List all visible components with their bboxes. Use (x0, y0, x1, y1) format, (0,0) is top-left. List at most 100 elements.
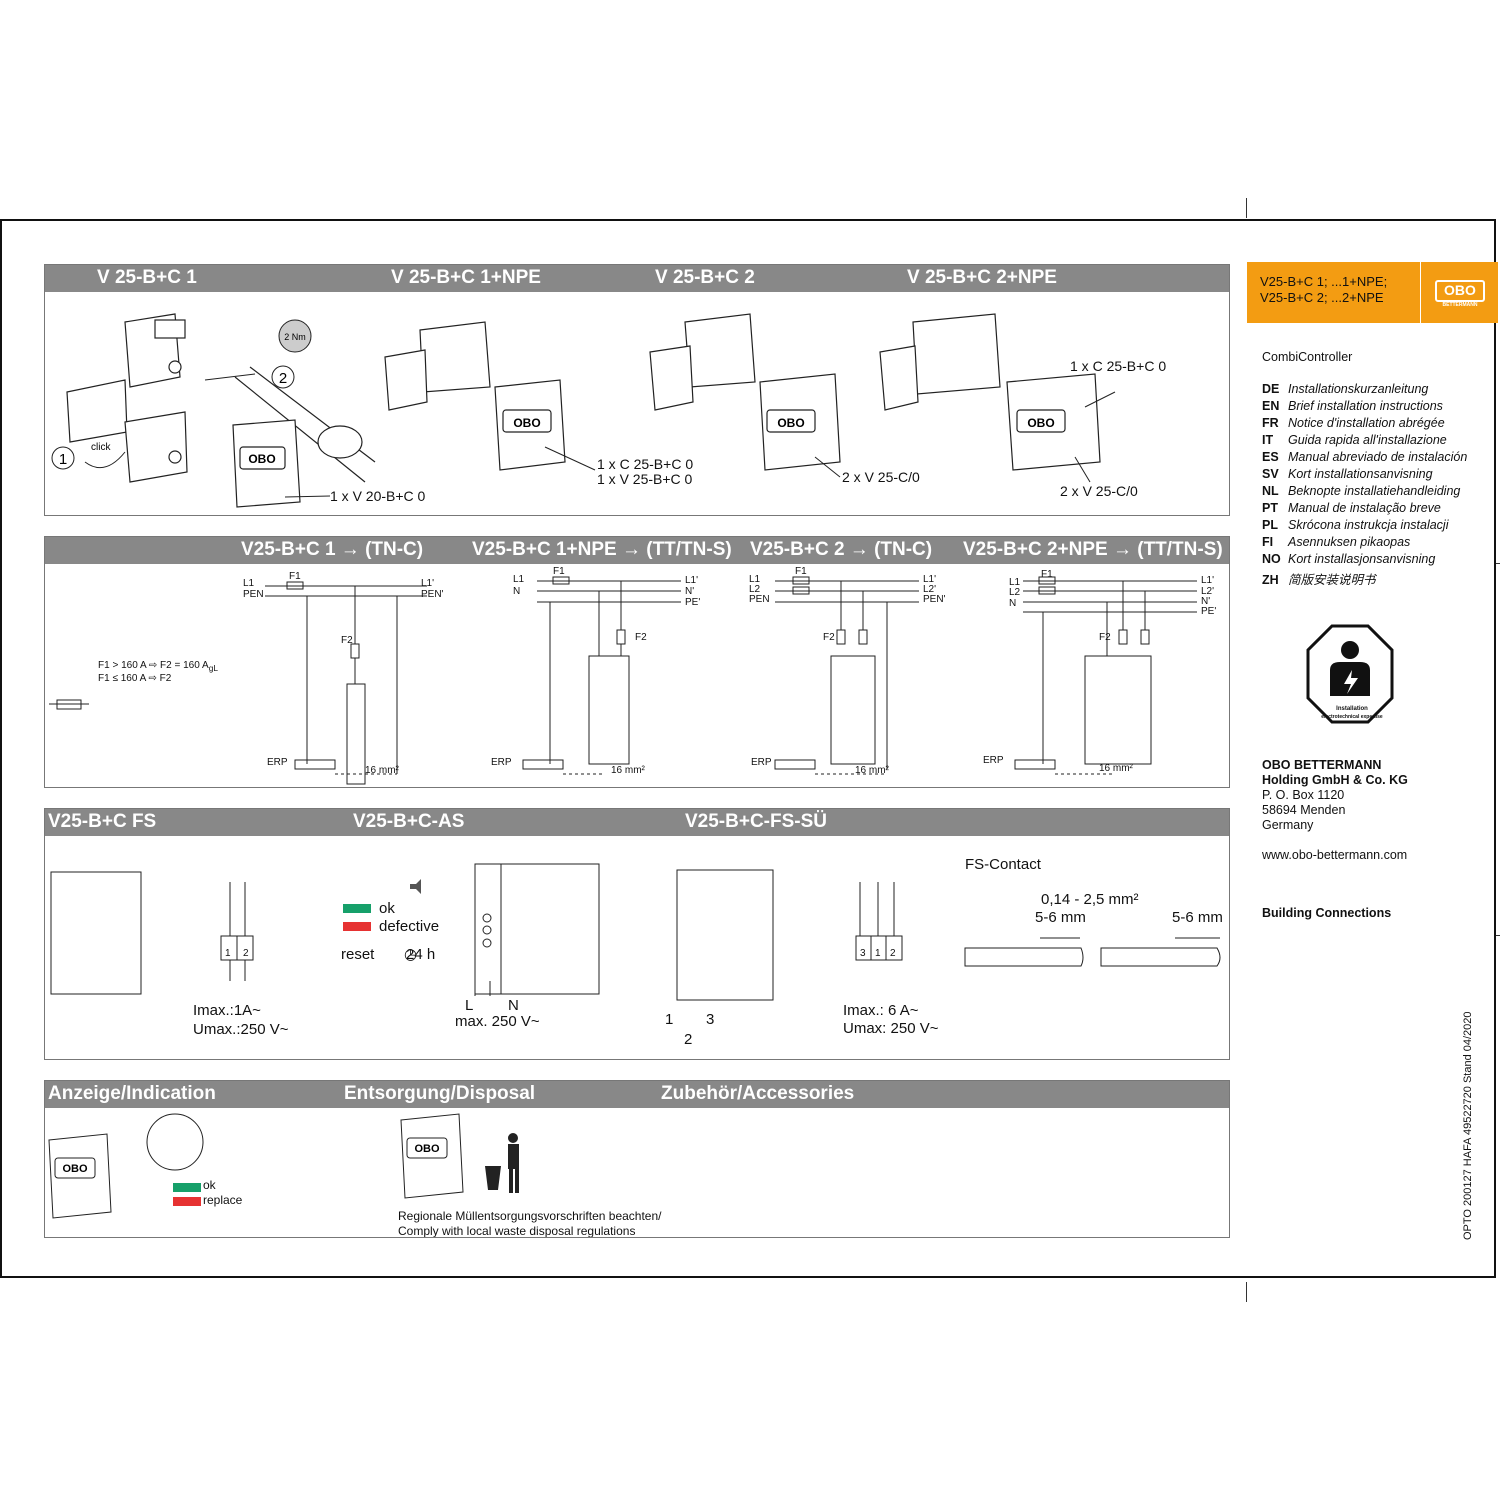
line-label: N (513, 586, 521, 597)
su-imax: Imax.: 6 A~ (843, 1002, 919, 1019)
line-label: L1 (513, 574, 525, 585)
product-names: V25-B+C 1; ...1+NPE; V25-B+C 2; ...2+NPE (1260, 274, 1387, 306)
wire-label: 16 mm² (611, 765, 645, 776)
as-time-label: 24 h (406, 946, 436, 963)
fuse-label: F1 (553, 566, 565, 577)
section-title: Zubehör/Accessories (661, 1083, 855, 1104)
module-logo: OBO (513, 416, 540, 430)
product-header: V25-B+C 1; ...1+NPE; V25-B+C 2; ...2+NPE… (1247, 262, 1498, 323)
as-device (474, 863, 600, 995)
terminal-label: 1 (875, 948, 881, 959)
part-label: 1 x V 25-B+C 0 (597, 471, 693, 487)
as-n-label: N (508, 997, 519, 1014)
product-line: V25-B+C 2; ...2+NPE (1260, 290, 1384, 305)
line-label: L1' (923, 574, 937, 585)
address-line: Germany (1262, 818, 1314, 832)
line-label: L2 (749, 584, 761, 595)
line-label: PEN (749, 594, 770, 605)
line-label: PEN' (421, 589, 444, 600)
erp-label: ERP (751, 757, 772, 768)
replace-swatch (173, 1197, 201, 1206)
product-line: V25-B+C 1; ...1+NPE; (1260, 274, 1388, 289)
erp-label: ERP (267, 757, 288, 768)
obo-logo: OBO (1435, 280, 1485, 302)
bin-icon (485, 1166, 501, 1190)
panel-mounting: V 25-B+C 1 V 25-B+C 1+NPE V 25-B+C 2 V 2… (44, 264, 1230, 516)
fuse-rule: F1 > 160 A ⇨ F2 = 160 AgL (98, 660, 218, 673)
fs-su-device (676, 869, 774, 1001)
terminal-label: 2 (890, 948, 896, 959)
fs-device (50, 871, 142, 995)
section-title: V 25-B+C 2 (655, 267, 755, 288)
su-umax: Umax: 250 V~ (843, 1020, 939, 1037)
ind-replace-label: replace (203, 1193, 243, 1207)
wiring-diagrams (49, 576, 1197, 785)
disposal-text: Comply with local waste disposal regulat… (398, 1224, 636, 1238)
tagline: Building Connections (1262, 906, 1392, 920)
crop-mark (1246, 1282, 1247, 1302)
terminal-label: 2 (243, 948, 249, 959)
address-line: P. O. Box 1120 (1262, 788, 1345, 802)
line-label: PE' (1201, 606, 1217, 617)
module-logo: OBO (62, 1163, 88, 1175)
website-link[interactable]: www.obo-bettermann.com (1262, 848, 1408, 862)
section-title: Entsorgung/Disposal (344, 1083, 536, 1104)
as-ok-label: ok (379, 900, 395, 917)
line-label: PE' (685, 597, 701, 608)
ok-swatch (173, 1183, 201, 1192)
obo-logo-sub: BETTERMANN (1442, 302, 1478, 308)
base-unit-4 (912, 313, 1001, 395)
line-label: L1 (243, 578, 255, 589)
fuse-label: F1 (289, 571, 301, 582)
part-label: 1 x C 25-B+C 0 (1070, 358, 1167, 374)
section-title: V25-B+C 1 → (TN-C) (241, 539, 424, 560)
clock-icon: ◷ (404, 946, 418, 963)
signalling-diagrams (50, 863, 1221, 1001)
terminal-label: 2 (684, 1031, 693, 1048)
wire-label: 16 mm² (1099, 763, 1133, 774)
line-label: L2' (923, 584, 937, 595)
line-label: L1' (685, 575, 699, 586)
expertise-label: electrotechnical expertise (1321, 714, 1383, 720)
line-label: PEN' (923, 594, 946, 605)
fuse-rule: F1 ≤ 160 A ⇨ F2 (98, 673, 172, 684)
section-title: V 25-B+C 2+NPE (907, 267, 1057, 288)
electrotechnical-expertise-icon (1306, 624, 1394, 724)
fs-contact-title: FS-Contact (965, 856, 1041, 873)
torque-label: 2 Nm (284, 332, 306, 342)
strip-length: 5-6 mm (1172, 909, 1223, 926)
document-code: OPTO 200127 HAFA 49522720 Stand 04/2020 (1462, 1011, 1474, 1240)
as-max-label: max. 250 V~ (455, 1013, 540, 1030)
disposal-text: Regionale Müllentsorgungsvorschriften be… (398, 1209, 662, 1223)
section-title: Anzeige/Indication (48, 1083, 216, 1104)
ferrule-wire (1100, 947, 1221, 967)
fs-umax: Umax.:250 V~ (193, 1021, 289, 1038)
section-title: V25-B+C-FS-SÜ (685, 811, 827, 832)
wire-range: 0,14 - 2,5 mm² (1041, 891, 1139, 908)
as-reset-label: reset (341, 946, 375, 963)
terminal-label: 1 (665, 1011, 674, 1028)
panel-indication: Anzeige/Indication Entsorgung/Disposal Z… (44, 1080, 1230, 1238)
section-bar: V25-B+C 1 → (TN-C) V25-B+C 1+NPE → (TT/T… (45, 537, 1229, 564)
defective-swatch (343, 922, 371, 931)
as-l-label: L (465, 997, 474, 1014)
product-name: CombiController (1262, 350, 1353, 364)
base-unit-2 (419, 321, 491, 393)
module-logo: OBO (414, 1143, 440, 1155)
fuse-label: F1 (1041, 569, 1053, 580)
person-icon (508, 1133, 518, 1143)
line-label: L1 (1009, 577, 1021, 588)
section-title: V 25-B+C 1 (97, 267, 197, 288)
part-label: 1 x C 25-B+C 0 (597, 456, 694, 472)
line-label: L1 (749, 574, 761, 585)
terminal-label: 3 (706, 1011, 715, 1028)
divider (1420, 262, 1421, 323)
fuse-label: F2 (1099, 632, 1111, 643)
